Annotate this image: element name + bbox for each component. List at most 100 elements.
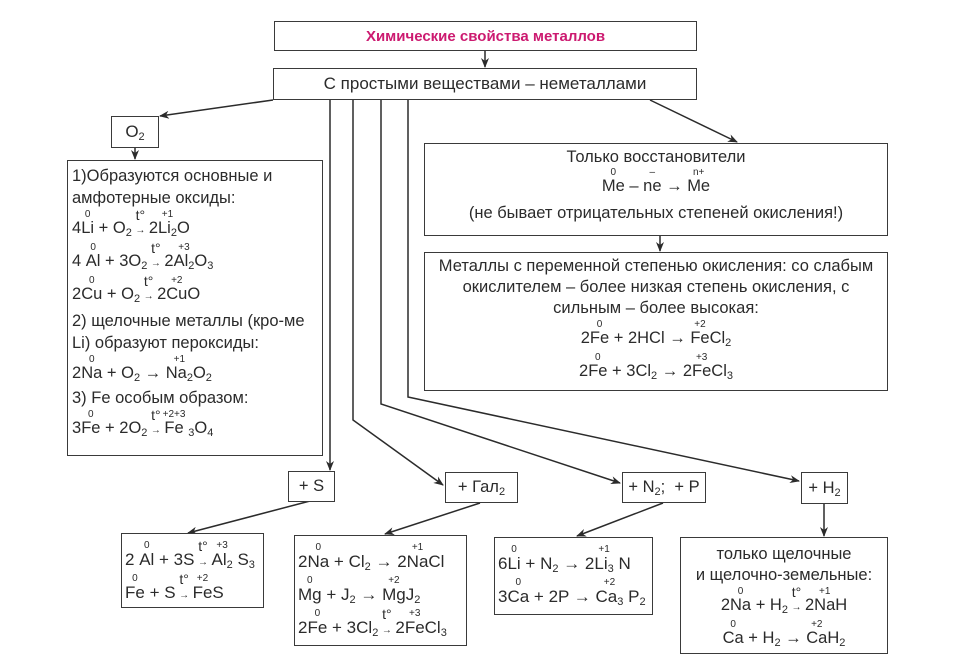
equation-text: 2 [580,329,590,347]
hydro-line-1: только щелочные [716,545,852,563]
reagent-np-box: + N2; + P [622,472,706,503]
oxidation-state: 0 [307,575,313,586]
reagent-halogen-box: + Гал2 [445,472,518,503]
equation-text: + [743,629,763,647]
equation-text: S3 [232,550,255,571]
oxidation-state: 0 [314,608,321,619]
equation-text: → [661,177,688,195]
element-symbol: Fe+2 [192,573,213,602]
diagram-title: Химические свойства металлов [365,27,606,45]
reagent-h2-label: + H2 [808,478,841,499]
equation-text: + 3S [154,550,195,569]
oxidation-state: 0 [88,409,94,420]
oxidation-state: 0 [90,242,96,253]
oxidation-state: +2+3 [162,409,186,420]
oxidation-state: +1 [173,354,186,365]
element-symbol: Ca+2 [806,619,828,647]
equation-text: 2 [395,618,405,637]
arrow-to-reducers [649,99,738,143]
equation-text: N [613,554,631,573]
variable-oxidation-box: Металлы с переменной степенью окисления:… [424,252,888,391]
equation-text: 2 [72,285,82,303]
oxidation-state: +3 [695,352,708,363]
equation-text: 6 [498,554,508,573]
oxidation-state: 0 [88,275,95,286]
equation-text: 2 [720,596,731,614]
oxidation-state: +1 [819,586,831,597]
equation-text: → 2 [370,552,407,571]
equation-text: Cl3 [424,618,447,639]
equation-text: H2 [827,629,846,649]
element-symbol: Li2+1 [158,209,177,239]
equation-text: 2 [72,364,82,382]
oxidation-state: +2 [603,577,616,588]
equation-text: + [321,585,341,604]
arrow-to-o2 [159,99,274,119]
element-symbol: Fe+3 [692,352,712,380]
oxygen-point-2: 2) щелочные металлы (кро-ме Li) образуют… [72,312,305,352]
hydrogen-reactions-box: только щелочные и щелочно-земельные: 2Na… [680,537,888,654]
oxidation-state: 0 [610,167,617,178]
equation-text: O2 [192,364,212,384]
oxygen-reactions-box: 1)Образуются основные и амфотерные оксид… [67,160,323,456]
equation-text: + 3 [100,252,129,270]
oxidation-state: +1 [598,544,610,555]
heating-arrow: t°→ [179,571,190,601]
simple-substances-label: С простыми веществами – неметаллами [323,74,647,93]
equation-text: O3 [194,252,214,272]
reducers-note: (не бывает отрицательных степеней окисле… [468,204,844,222]
oxidation-state: 0 [737,586,744,597]
equation-text: 4 [72,219,82,237]
reagent-halogen-label: + Гал2 [457,478,506,498]
oxidation-state: 0 [730,619,736,630]
element-symbol: Cu+2 [166,275,188,303]
equation-text: 2 [804,596,815,614]
equation-text: H2 [769,596,788,616]
equation-text: 2 [148,219,158,237]
element-symbol: Al2+3 [173,242,195,272]
arrow-hal-to-halogen [384,502,481,536]
equation-text: Cl [428,552,445,571]
oxygen-point-1: 1)Образуются основные и амфотерные оксид… [72,167,273,207]
equation-text: O2 [121,364,141,384]
equation-text: J2 [341,585,356,606]
equation-text: + [102,364,122,382]
equation-text: O2 [112,219,132,239]
heating-arrow: t°→ [150,240,161,269]
heating-arrow: t°→ [143,273,154,302]
equation-text: + 3 [327,618,357,637]
oxidation-state: 0 [596,319,603,330]
element-symbol: Mg+2 [382,575,406,604]
equation-text: + [751,596,770,614]
equation-text: S [212,583,224,602]
element-symbol: ne– [643,167,662,195]
equation-text: + 2HCl → [609,329,691,347]
oxidation-state: +2 [811,619,823,630]
equation-text: + [102,285,122,303]
equation-text: H2 [762,629,781,649]
equation-text: O [187,285,201,303]
equation-text: – [624,177,644,195]
equation-text: J2 [405,585,421,606]
equation-text: Cl2 [635,362,658,382]
equation-text: Cl3 [711,362,733,382]
oxidation-state: +3 [216,540,228,551]
equation-text: 2 [298,618,308,637]
simple-substances-box: С простыми веществами – неметаллами [273,68,697,100]
